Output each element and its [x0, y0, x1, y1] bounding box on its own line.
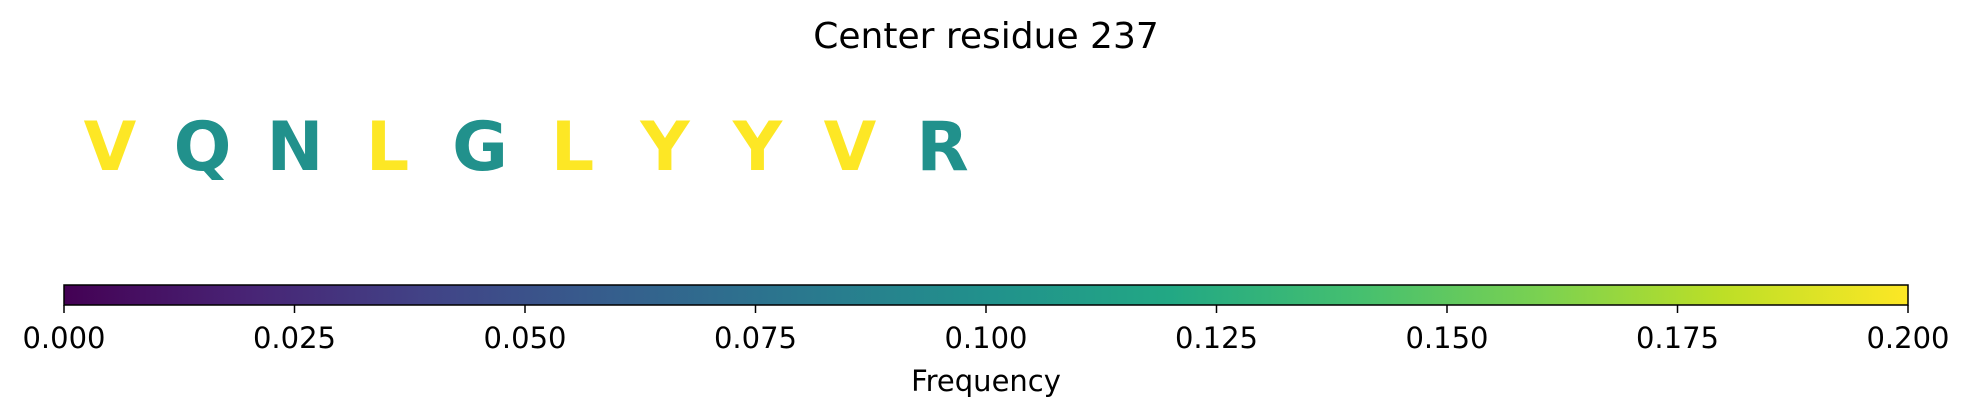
residue-letter: V	[824, 108, 877, 187]
residue-letter: Y	[639, 108, 690, 187]
residue-letter: V	[84, 108, 137, 187]
colorbar-tick-label: 0.000	[22, 321, 105, 355]
colorbar-tick-label: 0.075	[714, 321, 797, 355]
residue-letter: Q	[174, 108, 232, 187]
residue-letter: G	[452, 108, 508, 187]
colorbar-tick-label: 0.200	[1866, 321, 1949, 355]
residue-letter: L	[551, 108, 594, 187]
chart-title: Center residue 237	[813, 16, 1159, 57]
residue-letter: R	[916, 108, 968, 187]
colorbar-tick-label: 0.025	[253, 321, 336, 355]
colorbar-tick-label: 0.175	[1636, 321, 1719, 355]
colorbar-label: Frequency	[911, 364, 1061, 398]
residue-letter: N	[267, 108, 324, 187]
residue-letter: L	[366, 108, 409, 187]
colorbar-tick-label: 0.125	[1175, 321, 1258, 355]
colorbar-tick-label: 0.100	[944, 321, 1027, 355]
colorbar-ticks: 0.000 0.025 0.050 0.075 0.100 0.125 0.150 0.175…	[22, 305, 1950, 355]
colorbar-tick-label: 0.150	[1405, 321, 1488, 355]
colorbar-gradient	[64, 285, 1908, 305]
colorbar: 0.000 0.025 0.050 0.075 0.100 0.125 0.150 0.175…	[22, 284, 1950, 398]
residue-letter: Y	[732, 108, 783, 187]
colorbar-tick-label: 0.050	[483, 321, 566, 355]
